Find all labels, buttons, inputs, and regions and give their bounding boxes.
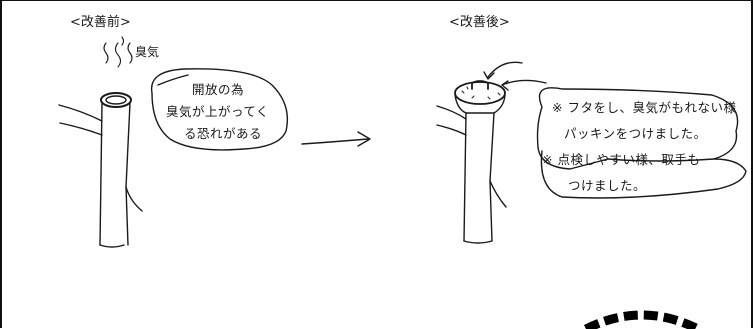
- after-note-2-line-2: つけました。: [568, 178, 647, 193]
- after-note-1-line-1: ※ フタをし、臭気がもれない様: [552, 100, 737, 115]
- smoke-label: 臭気: [135, 45, 160, 59]
- pointer-arrows: [483, 61, 547, 91]
- before-note-line-3: る恐れがある: [184, 126, 263, 141]
- after-note-2-line-1: ※ 点検しやすい様、取手も: [542, 152, 701, 167]
- after-speech-bubble-2: [540, 150, 747, 199]
- smoke-wisps: [103, 36, 133, 68]
- stamp-arc: [583, 310, 701, 329]
- open-pipe-drawing: [58, 92, 143, 248]
- arrow-right: [301, 131, 371, 147]
- after-title: <改善後>: [449, 15, 510, 30]
- before-speech-bubble: [150, 68, 289, 151]
- before-note-line-2: 臭気が上がってく: [166, 104, 270, 119]
- before-note-line-1: 開放の為: [192, 82, 245, 97]
- before-title: <改善前>: [70, 15, 131, 30]
- after-note-1-line-2: パッキンをつけました。: [564, 126, 707, 141]
- capped-pipe-drawing: [436, 80, 507, 244]
